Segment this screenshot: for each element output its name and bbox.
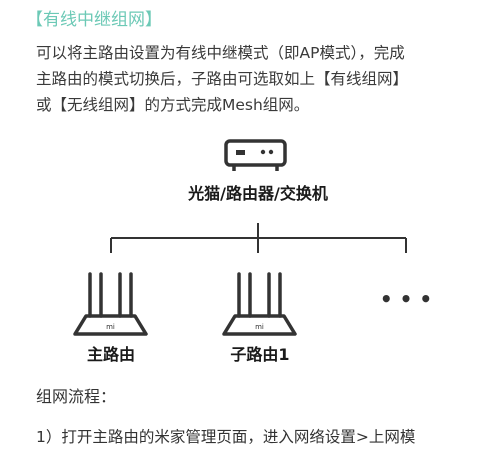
intro-line-3: 或【无线组网】的方式完成Mesh组网。 bbox=[36, 96, 310, 114]
section-title: 【有线中继组网】 bbox=[26, 10, 162, 30]
main-router-logo: mi bbox=[106, 323, 115, 331]
intro-paragraph: 可以将主路由设置为有线中继模式（即AP模式），完成 主路由的模式切换后，子路由可… bbox=[36, 40, 486, 118]
sub-router-logo: mi bbox=[255, 323, 264, 331]
process-title: 组网流程： bbox=[36, 387, 117, 406]
more-routers-ellipsis: • • • bbox=[380, 287, 432, 311]
top-device-label: 光猫/路由器/交换机 bbox=[187, 184, 328, 203]
modem-icon bbox=[224, 139, 287, 171]
main-router-label: 主路由 bbox=[87, 345, 135, 364]
network-diagram: 光猫/路由器/交换机 mi 主路由 mi 子路由1 • • • bbox=[73, 139, 432, 364]
intro-line-2: 主路由的模式切换后，子路由可选取如上【有线组网】 bbox=[36, 70, 409, 88]
connection-lines bbox=[110, 223, 407, 253]
sub-router-label: 子路由1 bbox=[230, 345, 289, 364]
main-router-icon bbox=[73, 272, 148, 336]
intro-line-1: 可以将主路由设置为有线中继模式（即AP模式），完成 bbox=[36, 44, 405, 62]
sub-router-icon bbox=[222, 272, 297, 336]
process-step-1: 1）打开主路由的米家管理页面，进入网络设置>上网模 bbox=[36, 428, 416, 446]
